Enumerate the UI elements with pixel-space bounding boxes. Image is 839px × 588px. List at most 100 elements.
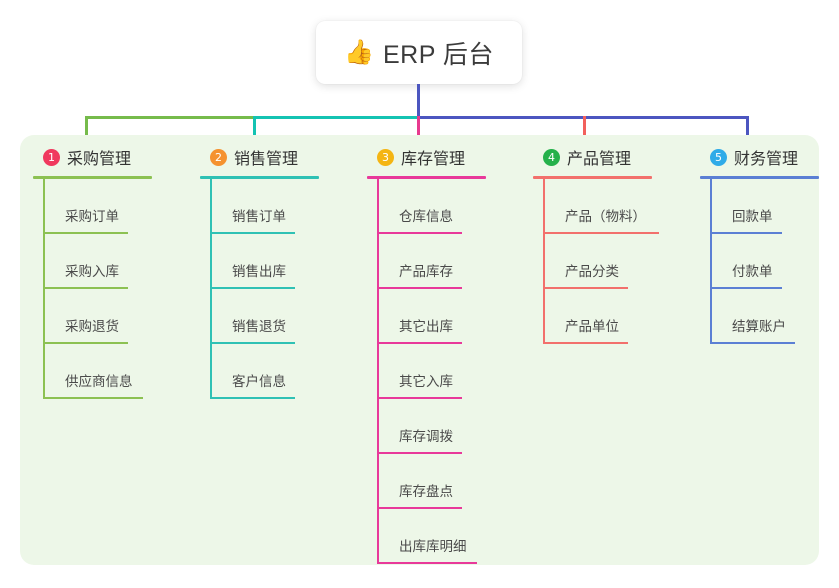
drop-inventory [417, 116, 420, 146]
leaf-node[interactable]: 产品（物料） [543, 179, 693, 234]
leaf-node-label: 产品分类 [565, 264, 619, 279]
branch-header-rule-product [533, 176, 652, 179]
branch-badge-finance: 5 [710, 148, 727, 166]
leaf-node-rule [210, 342, 295, 344]
branch-items-purchase: 采购订单采购入库采购退货供应商信息 [33, 179, 183, 399]
leaf-node[interactable]: 销售订单 [210, 179, 350, 234]
branch-badge-product: 4 [543, 148, 560, 166]
branch-spine-purchase [43, 179, 45, 399]
branch-header-inventory[interactable]: 3 库存管理 [367, 145, 527, 169]
root-node[interactable]: 👍 ERP 后台 [316, 21, 522, 84]
leaf-node-rule [377, 507, 462, 509]
branch-header-rule-purchase [33, 176, 152, 179]
leaf-node-rule [43, 397, 143, 399]
leaf-node-rule [210, 397, 295, 399]
branch-title-finance: 财务管理 [734, 151, 799, 168]
leaf-node-label: 出库库明细 [399, 539, 467, 554]
drop-purchase [85, 116, 88, 146]
leaf-node[interactable]: 客户信息 [210, 344, 350, 399]
connector-bus-green [85, 116, 254, 119]
leaf-node-label: 采购订单 [65, 209, 119, 224]
branch-header-finance[interactable]: 5 财务管理 [700, 145, 839, 169]
leaf-node[interactable]: 其它入库 [377, 344, 527, 399]
branch-header-purchase[interactable]: 1 采购管理 [33, 145, 183, 169]
leaf-node-label: 其它出库 [399, 319, 453, 334]
branch-title-sales: 销售管理 [234, 151, 299, 168]
leaf-node-rule [43, 287, 128, 289]
root-node-title: ERP 后台 [382, 40, 494, 69]
leaf-node[interactable]: 采购订单 [43, 179, 183, 234]
leaf-node[interactable]: 库存调拨 [377, 399, 527, 454]
leaf-node-rule [210, 287, 295, 289]
branch-spine-product [543, 179, 545, 344]
leaf-node[interactable]: 回款单 [710, 179, 839, 234]
connector-bus-teal [253, 116, 419, 119]
leaf-node-label: 库存盘点 [399, 484, 453, 499]
branch-title-inventory: 库存管理 [401, 151, 466, 168]
branch-items-sales: 销售订单销售出库销售退货客户信息 [200, 179, 350, 399]
branch-header-sales[interactable]: 2 销售管理 [200, 145, 350, 169]
leaf-node[interactable]: 产品分类 [543, 234, 693, 289]
leaf-node-label: 供应商信息 [65, 374, 133, 389]
branch-badge-sales: 2 [210, 148, 227, 166]
branch-header-rule-sales [200, 176, 319, 179]
leaf-node-label: 产品单位 [565, 319, 619, 334]
leaf-node[interactable]: 采购退货 [43, 289, 183, 344]
leaf-node[interactable]: 结算账户 [710, 289, 839, 344]
leaf-node-label: 产品库存 [399, 264, 453, 279]
branch-header-product[interactable]: 4 产品管理 [533, 145, 693, 169]
leaf-node-rule [210, 232, 295, 234]
thumbs-up-icon: 👍 [344, 38, 374, 66]
branch-title-product: 产品管理 [567, 151, 632, 168]
leaf-node-rule [710, 232, 782, 234]
leaf-node[interactable]: 销售出库 [210, 234, 350, 289]
branch-items-inventory: 仓库信息产品库存其它出库其它入库库存调拨库存盘点出库库明细 [367, 179, 527, 564]
branch-column-inventory: 3 库存管理仓库信息产品库存其它出库其它入库库存调拨库存盘点出库库明细 [367, 145, 527, 564]
leaf-node-label: 其它入库 [399, 374, 453, 389]
leaf-node-label: 采购退货 [65, 319, 119, 334]
leaf-node[interactable]: 库存盘点 [377, 454, 527, 509]
leaf-node[interactable]: 其它出库 [377, 289, 527, 344]
leaf-node-label: 销售订单 [232, 209, 286, 224]
leaf-node[interactable]: 销售退货 [210, 289, 350, 344]
leaf-node-rule [377, 397, 462, 399]
branch-column-sales: 2 销售管理销售订单销售出库销售退货客户信息 [200, 145, 350, 399]
leaf-node[interactable]: 产品库存 [377, 234, 527, 289]
leaf-node-label: 客户信息 [232, 374, 286, 389]
leaf-node-label: 采购入库 [65, 264, 119, 279]
leaf-node-label: 付款单 [732, 264, 773, 279]
branch-header-rule-finance [700, 176, 819, 179]
leaf-node-rule [377, 232, 462, 234]
leaf-node[interactable]: 采购入库 [43, 234, 183, 289]
leaf-node-rule [43, 232, 128, 234]
branch-spine-sales [210, 179, 212, 399]
leaf-node-rule [377, 287, 462, 289]
leaf-node-rule [710, 287, 782, 289]
leaf-node-rule [543, 287, 628, 289]
branches-panel [20, 135, 819, 565]
branch-spine-inventory [377, 179, 379, 564]
branch-title-purchase: 采购管理 [67, 151, 132, 168]
drop-finance [746, 116, 749, 146]
leaf-node[interactable]: 产品单位 [543, 289, 693, 344]
branch-badge-purchase: 1 [43, 148, 60, 166]
leaf-node-label: 销售退货 [232, 319, 286, 334]
leaf-node-rule [543, 232, 659, 234]
leaf-node[interactable]: 出库库明细 [377, 509, 527, 564]
leaf-node-rule [377, 562, 477, 564]
leaf-node-rule [43, 342, 128, 344]
leaf-node-rule [543, 342, 628, 344]
leaf-node[interactable]: 仓库信息 [377, 179, 527, 234]
leaf-node[interactable]: 供应商信息 [43, 344, 183, 399]
branch-badge-inventory: 3 [377, 148, 394, 166]
drop-product [583, 116, 586, 146]
leaf-node-rule [710, 342, 795, 344]
leaf-node-rule [377, 342, 462, 344]
branch-items-finance: 回款单付款单结算账户 [700, 179, 839, 344]
leaf-node-label: 库存调拨 [399, 429, 453, 444]
branch-column-product: 4 产品管理产品（物料） 产品分类产品单位 [533, 145, 693, 344]
branch-column-finance: 5 财务管理回款单付款单结算账户 [700, 145, 839, 344]
leaf-node-label: 产品（物料） [565, 209, 646, 224]
leaf-node[interactable]: 付款单 [710, 234, 839, 289]
